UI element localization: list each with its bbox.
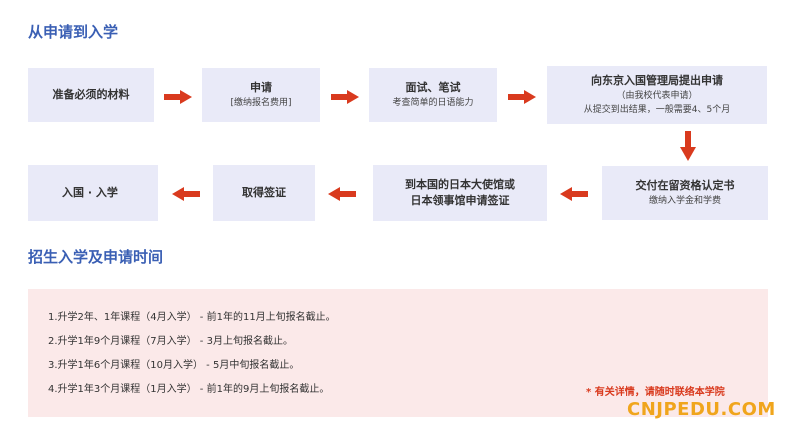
step-apply: 申请 [缴纳报名费用] — [202, 68, 320, 122]
step-main-label: 申请 — [250, 80, 272, 94]
contact-note: * 有关详情，请随时联络本学院 — [586, 387, 725, 398]
step-prepare-materials: 准备必须的材料 — [28, 68, 154, 122]
schedule-title: 招生入学及申请时间 — [28, 248, 164, 266]
schedule-panel: 1.升学2年、1年课程（4月入学） - 前1年的11月上旬报名截止。 2.升学1… — [28, 289, 768, 417]
arrow-right-icon — [508, 90, 536, 104]
step-sub-label: [缴纳报名费用] — [230, 97, 292, 108]
step-sub-label: 缴纳入学金和学费 — [648, 195, 721, 206]
step-main-label: 交付在留资格认定书 — [635, 178, 735, 192]
step-sub-label-2: 从提交到出结果，一般需要4、5个月 — [583, 105, 731, 115]
step-main-label: 准备必须的材料 — [52, 88, 130, 101]
step-obtain-visa: 取得签证 — [213, 165, 315, 221]
step-main-label-2: 日本领事馆申请签证 — [410, 194, 510, 207]
schedule-item: 4.升学1年3个月课程（1月入学） - 前1年的9月上旬报名截止。 — [48, 384, 330, 395]
schedule-item: 3.升学1年6个月课程（10月入学） - 5月中旬报名截止。 — [48, 360, 300, 371]
arrow-left-icon — [560, 187, 588, 201]
step-interview-exam: 面试、笔试 考查简单的日语能力 — [369, 68, 497, 122]
step-main-label: 面试、笔试 — [405, 80, 461, 94]
step-visa-application: 到本国的日本大使馆或 日本领事馆申请签证 — [373, 165, 547, 221]
step-sub-label: 考查简单的日语能力 — [392, 97, 474, 108]
process-title: 从申请到入学 — [28, 23, 119, 41]
arrow-left-icon — [172, 187, 200, 201]
step-sub-label: （由我校代表申请） — [616, 91, 698, 101]
schedule-item: 2.升学1年9个月课程（7月入学） - 3月上旬报名截止。 — [48, 336, 293, 347]
arrow-right-icon — [164, 90, 192, 104]
step-immigration-application: 向东京入国管理局提出申请 （由我校代表申请） 从提交到出结果，一般需要4、5个月 — [547, 66, 767, 124]
watermark-logo: CNJPEDU.COM — [627, 399, 776, 420]
step-entry-enrollment: 入国 · 入学 — [28, 165, 158, 221]
step-certificate-issued: 交付在留资格认定书 缴纳入学金和学费 — [602, 166, 768, 220]
arrow-down-icon — [680, 131, 696, 161]
step-main-label: 到本国的日本大使馆或 — [405, 178, 515, 191]
arrow-right-icon — [331, 90, 359, 104]
step-main-label: 入国 · 入学 — [62, 186, 118, 199]
schedule-item: 1.升学2年、1年课程（4月入学） - 前1年的11月上旬报名截止。 — [48, 312, 336, 323]
arrow-left-icon — [328, 187, 356, 201]
step-main-label: 向东京入国管理局提出申请 — [591, 74, 723, 87]
step-main-label: 取得签证 — [242, 186, 286, 199]
